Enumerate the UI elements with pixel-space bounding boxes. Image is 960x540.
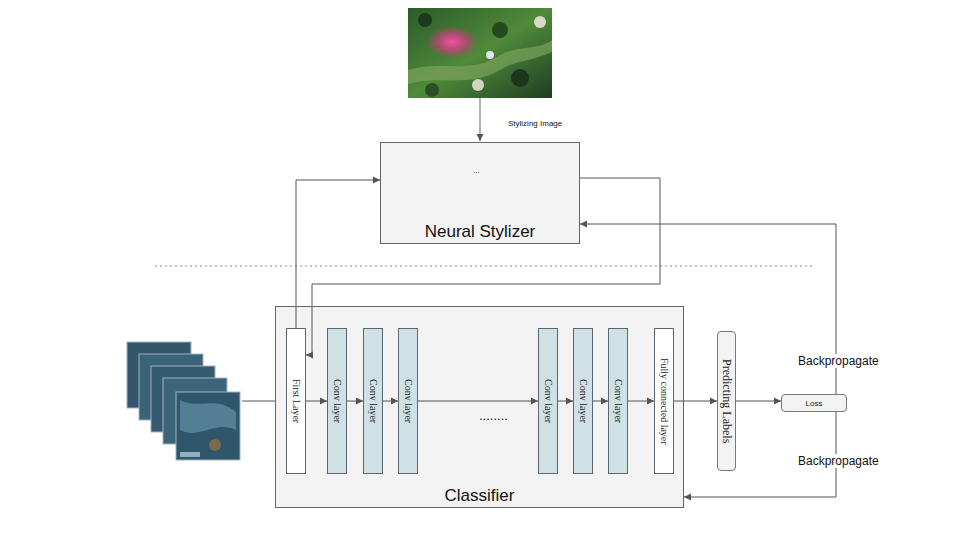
connector-arrow — [347, 401, 363, 402]
ellipsis-label: ... — [473, 166, 480, 175]
edge-label: Backpropagate — [797, 454, 880, 468]
input-frame — [176, 392, 240, 460]
style-image-tree — [492, 22, 508, 38]
conv-layer-box: Conv layer — [608, 328, 628, 474]
style-image-tree — [511, 69, 529, 87]
loss-box: Loss — [781, 394, 847, 412]
connector-arrow — [306, 178, 660, 355]
node-label: First Layer — [290, 379, 302, 423]
node-label: Fully connected layer — [658, 358, 670, 445]
frame-detail — [180, 400, 236, 433]
node-label: Conv layer — [542, 379, 554, 423]
input-frames — [127, 342, 240, 460]
output-box: Predicting Labels — [717, 331, 736, 471]
node-label: Loss — [806, 399, 823, 408]
style-image-bg — [408, 8, 552, 98]
style-image-tree — [486, 51, 494, 59]
fc-layer-box: Fully connected layer — [654, 328, 674, 474]
connector-arrow — [418, 401, 538, 402]
node-label: Predicting Labels — [721, 359, 733, 443]
style-image-tree — [418, 13, 432, 27]
conv-layer-box: Conv layer — [327, 328, 347, 474]
connector-arrow — [383, 401, 398, 402]
layer-box: First Layer — [286, 328, 306, 474]
classifier-box: Classifier First Layer Conv layer Conv laye… — [275, 306, 684, 508]
node-label: Conv layer — [367, 379, 379, 423]
connector-arrow — [736, 401, 781, 402]
style-image-glow — [426, 26, 478, 58]
input-arrow — [480, 98, 481, 141]
node-label: Conv layer — [331, 379, 343, 423]
edge-label: Backpropagate — [797, 354, 880, 368]
stylizer-box: Neural Stylizer — [380, 142, 580, 244]
caption-label: Stylizing Image — [508, 119, 562, 128]
node-label: Conv layer — [402, 379, 414, 423]
frame-detail — [180, 452, 200, 457]
connector-arrow — [558, 401, 573, 402]
conv-layer-box: Conv layer — [538, 328, 558, 474]
connector-arrow — [684, 412, 836, 497]
style-image-tree — [425, 83, 439, 97]
frame-detail — [209, 439, 221, 451]
node-label: Conv layer — [577, 379, 589, 423]
connector-arrow — [306, 401, 327, 402]
node-label: Neural Stylizer — [425, 222, 536, 242]
connector-arrow — [674, 401, 717, 402]
node-label: Classifier — [445, 486, 515, 506]
style-image-tree — [472, 79, 484, 91]
ellipsis-label: ........ — [478, 408, 509, 423]
style-image-tree — [534, 16, 546, 28]
node-label: Conv layer — [612, 379, 624, 423]
connector-arrow — [296, 180, 380, 328]
dotted-separator — [155, 266, 815, 267]
conv-layer-box: Conv layer — [573, 328, 593, 474]
conv-layer-box: Conv layer — [363, 328, 383, 474]
connector-arrow — [593, 401, 608, 402]
style-image — [408, 8, 552, 98]
conv-layer-box: Conv layer — [398, 328, 418, 474]
connector-arrow — [628, 401, 654, 402]
connector-arrow — [580, 224, 836, 394]
